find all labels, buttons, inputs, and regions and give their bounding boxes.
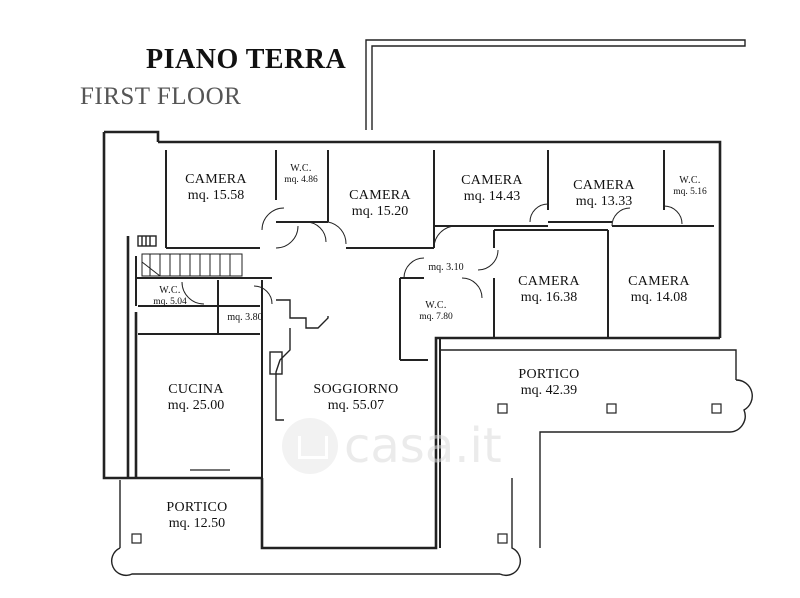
watermark: casa.it: [282, 418, 502, 474]
room-name: PORTICO: [166, 500, 228, 515]
room-wc-3: W.C. mq. 5.04: [153, 285, 187, 307]
watermark-text: casa.it: [344, 418, 502, 474]
room-name: CUCINA: [168, 382, 224, 397]
entrance-block: [137, 235, 157, 247]
room-name: CAMERA: [573, 178, 635, 193]
room-name: W.C.: [679, 175, 701, 186]
room-area: mq. 15.58: [187, 188, 245, 204]
room-area: mq. 5.16: [673, 186, 707, 197]
room-area: mq. 3.80: [227, 312, 263, 323]
room-portico-left: PORTICO mq. 12.50: [166, 500, 227, 532]
room-area: mq. 12.50: [168, 516, 226, 532]
room-name: W.C.: [159, 285, 181, 296]
room-wc-4: W.C. mq. 7.80: [419, 300, 453, 322]
room-area: mq. 14.08: [630, 290, 688, 306]
room-cucina: CUCINA mq. 25.00: [168, 382, 224, 414]
room-camera-1: CAMERA mq. 15.58: [185, 172, 247, 204]
room-area: mq. 13.33: [575, 194, 633, 210]
room-corridor: mq. 3.10: [428, 262, 463, 274]
room-wc-1: W.C. mq. 4.86: [284, 163, 318, 185]
door-swings: [181, 203, 683, 305]
room-name: CAMERA: [518, 274, 580, 289]
room-soggiorno: SOGGIORNO mq. 55.07: [313, 382, 398, 414]
room-wc-2: W.C. mq. 5.16: [673, 175, 707, 197]
room-name: CAMERA: [185, 172, 247, 187]
portico-left-outline: [111, 478, 521, 577]
plan-title: PIANO TERRA: [146, 44, 347, 75]
plan-subtitle: FIRST FLOOR: [80, 83, 242, 110]
room-name: W.C.: [290, 163, 312, 174]
room-camera-3: CAMERA mq. 14.43: [461, 173, 523, 205]
room-name: PORTICO: [518, 367, 580, 382]
room-name: CAMERA: [628, 274, 690, 289]
room-portico-right: PORTICO mq. 42.39: [518, 367, 579, 399]
room-camera-6: CAMERA mq. 14.08: [628, 274, 690, 306]
room-area: mq. 42.39: [520, 383, 578, 399]
room-area: mq. 4.86: [284, 174, 318, 185]
room-area: mq. 14.43: [463, 189, 521, 205]
room-area: mq. 25.00: [167, 398, 225, 414]
room-closet: mq. 3.80: [227, 312, 262, 324]
room-area: mq. 55.07: [327, 398, 385, 414]
windows: [127, 141, 721, 549]
room-name: W.C.: [425, 300, 447, 311]
room-area: mq. 16.38: [520, 290, 578, 306]
outer-walls: [102, 130, 722, 550]
room-camera-4: CAMERA mq. 13.33: [573, 178, 635, 210]
room-name: SOGGIORNO: [313, 382, 399, 397]
room-name: CAMERA: [349, 188, 411, 203]
room-name: CAMERA: [461, 173, 523, 188]
portico-right-outline: [440, 349, 753, 548]
chimney: [269, 299, 329, 421]
room-area: mq. 3.10: [428, 262, 464, 273]
room-area: mq. 7.80: [419, 311, 453, 322]
room-camera-5: CAMERA mq. 16.38: [518, 274, 580, 306]
house-icon: [282, 418, 338, 474]
staircase: [141, 253, 243, 277]
room-camera-2: CAMERA mq. 15.20: [349, 188, 411, 220]
lot-boundary: [365, 39, 746, 130]
interior-walls: [135, 150, 714, 548]
room-area: mq. 15.20: [351, 204, 409, 220]
room-area: mq. 5.04: [153, 296, 187, 307]
